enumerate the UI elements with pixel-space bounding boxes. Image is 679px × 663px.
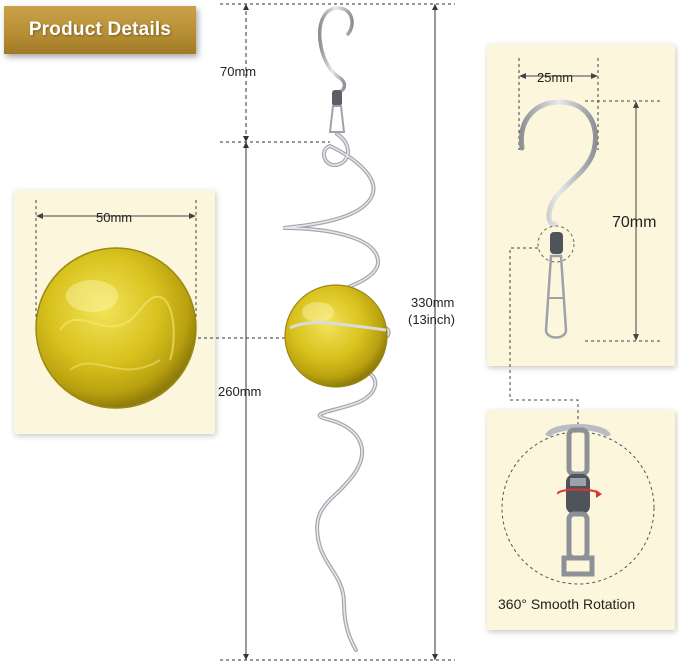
hook-detail-height-label: 70mm [612, 214, 657, 231]
top-swivel-icon [328, 90, 346, 133]
spiral-length-label: 260mm [218, 384, 262, 399]
total-length-mm-label: 330mm [411, 295, 455, 310]
product-details-banner: Product Details [4, 6, 196, 54]
swivel-caption: 360° Smooth Rotation [498, 596, 636, 612]
spiral-wire-icon [282, 132, 391, 652]
hook-detail-card [487, 44, 675, 366]
hook-card-dimension [518, 58, 660, 342]
hook-swivel-icon [537, 225, 575, 339]
ball-card-dimension [35, 200, 197, 338]
top-hook-icon [317, 6, 354, 94]
total-length-inch-label: (13inch) [408, 312, 455, 327]
hook-detail-icon [518, 99, 598, 227]
swivel-detail-card [487, 410, 675, 630]
glass-ball-icon [284, 284, 388, 388]
swivel-detail-icon [501, 424, 655, 585]
dimension-arrowheads [243, 4, 438, 660]
banner-title: Product Details [28, 19, 172, 40]
swivel-connector-line [509, 247, 579, 426]
hook-height-label: 70mm [220, 64, 257, 79]
hook-width-label: 25mm [537, 70, 574, 85]
ball-diameter-label: 50mm [96, 210, 133, 225]
glass-ball-large-icon [35, 247, 197, 409]
dimension-lines [198, 3, 455, 661]
